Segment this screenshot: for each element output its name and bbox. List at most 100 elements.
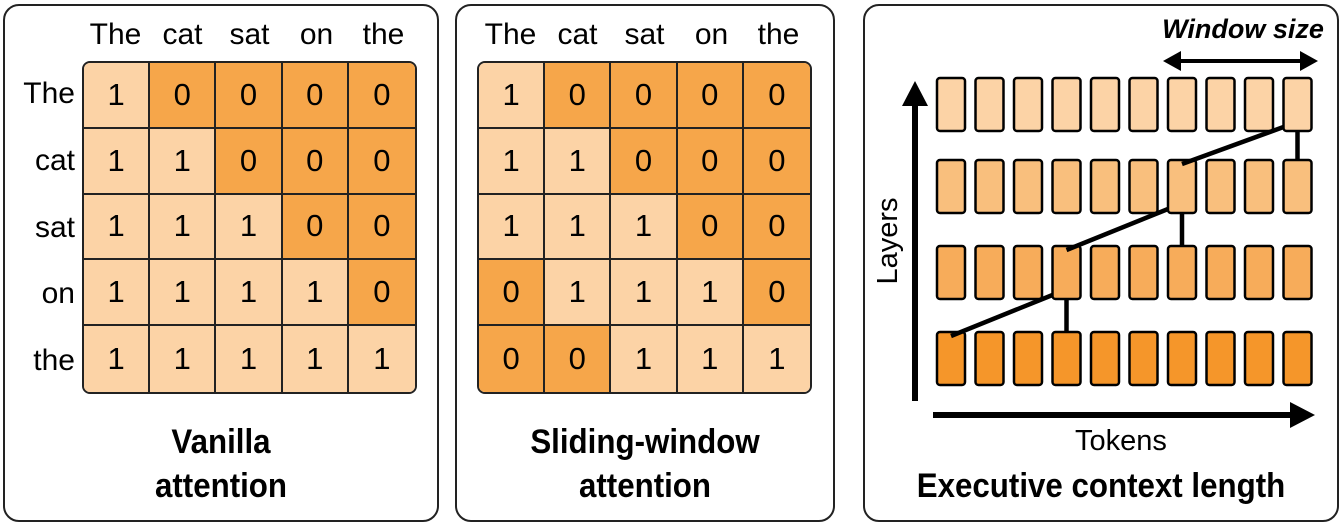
vanilla-cell-r1-c3: 0 [282, 128, 349, 195]
sliding-cell-r3-c0: 0 [479, 260, 546, 327]
token-box-layer1-pos5 [1128, 330, 1159, 387]
vanilla-cell-r3-c0: 1 [84, 260, 151, 327]
token-box-layer3-pos0 [935, 158, 967, 215]
sliding-cell-r4-c3: 1 [677, 326, 744, 392]
sliding-cell-r0-c2: 0 [611, 63, 678, 129]
vanilla-col-head-0: The [89, 18, 142, 51]
vanilla-row-head-3: on [41, 277, 75, 311]
token-box-layer1-pos9 [1282, 330, 1313, 387]
token-box-layer2-pos3 [1051, 244, 1082, 301]
vanilla-cell-r0-c3: 0 [282, 63, 349, 129]
receptive-diagonal-2 [1065, 206, 1169, 253]
token-box-layer3-pos2 [1012, 158, 1044, 215]
sliding-cell-r0-c4: 0 [743, 63, 810, 129]
token-box-layer2-pos6 [1166, 244, 1198, 301]
window-size-label: Window size [1162, 14, 1324, 44]
token-box-layer1-pos8 [1243, 330, 1275, 387]
sliding-cell-r3-c3: 1 [677, 260, 744, 327]
context-caption: Executive context length [884, 464, 1318, 508]
token-box-layer4-pos5 [1128, 76, 1159, 133]
token-box-layer4-pos4 [1089, 76, 1121, 133]
sliding-cell-r0-c3: 0 [677, 63, 744, 129]
vanilla-row-head-4: the [33, 343, 75, 377]
sliding-cell-r4-c1: 0 [545, 326, 612, 392]
vanilla-cell-r2-c2: 1 [216, 194, 283, 261]
vanilla-cell-r2-c1: 1 [150, 194, 217, 261]
sliding-cell-r1-c1: 1 [545, 128, 612, 195]
sliding-cell-r2-c1: 1 [545, 194, 612, 261]
vanilla-cell-r1-c0: 1 [84, 128, 151, 195]
token-box-layer1-pos2 [1012, 330, 1044, 387]
layers-axis-label: Layers [872, 197, 904, 284]
sliding-cell-r3-c1: 1 [545, 260, 612, 327]
vanilla-cell-r4-c3: 1 [282, 326, 349, 392]
sliding-cell-r4-c0: 0 [479, 326, 546, 392]
vanilla-cell-r3-c1: 1 [150, 260, 217, 327]
token-box-layer4-pos6 [1166, 76, 1198, 133]
vanilla-cell-r3-c4: 0 [348, 260, 415, 327]
token-box-layer4-pos0 [935, 76, 967, 133]
vanilla-cell-r3-c3: 1 [282, 260, 349, 327]
token-box-layer1-pos4 [1089, 330, 1121, 387]
sliding-col-head-0: The [484, 18, 537, 51]
vanilla-cell-r0-c1: 0 [150, 63, 217, 129]
sliding-cell-r1-c3: 0 [677, 128, 744, 195]
sliding-cell-r0-c0: 1 [479, 63, 546, 129]
token-box-layer2-pos8 [1243, 244, 1275, 301]
vanilla-cell-r4-c0: 1 [84, 326, 151, 392]
token-box-layer4-pos3 [1051, 76, 1082, 133]
vanilla-caption: Vanilla attention [22, 420, 419, 508]
sliding-col-head-2: sat [624, 18, 665, 51]
sliding-caption: Sliding-window attention [472, 420, 818, 508]
window-arrow-left-head [1163, 51, 1181, 71]
sliding-cell-r4-c2: 1 [611, 326, 678, 392]
token-box-layer2-pos2 [1012, 244, 1044, 301]
token-box-layer2-pos4 [1089, 244, 1121, 301]
vanilla-cell-r1-c4: 0 [348, 128, 415, 195]
sliding-cell-r0-c1: 0 [545, 63, 612, 129]
token-box-layer3-pos3 [1051, 158, 1082, 215]
token-box-layer2-pos9 [1282, 244, 1313, 301]
sliding-cell-r1-c0: 1 [479, 128, 546, 195]
vanilla-caption-line1: Vanilla [171, 423, 271, 461]
sliding-cell-r1-c2: 0 [611, 128, 678, 195]
vanilla-caption-line2: attention [154, 467, 288, 505]
token-box-layer2-pos5 [1128, 244, 1159, 301]
vanilla-row-head-1: cat [34, 143, 75, 177]
sliding-cell-r2-c2: 1 [611, 194, 678, 261]
token-box-layer3-pos7 [1205, 158, 1236, 215]
token-box-layer4-pos1 [974, 76, 1005, 133]
vanilla-cell-r2-c0: 1 [84, 194, 151, 261]
token-box-layer3-pos6 [1166, 158, 1198, 215]
receptive-diagonal-1 [1181, 124, 1285, 167]
vanilla-col-head-4: the [362, 18, 405, 51]
vanilla-cell-r0-c2: 0 [216, 63, 283, 129]
token-box-layer2-pos7 [1205, 244, 1236, 301]
sliding-cell-r1-c4: 0 [743, 128, 810, 195]
window-arrow-right-head [1300, 51, 1318, 71]
vanilla-col-head-3: on [299, 18, 334, 51]
token-box-layer1-pos0 [935, 330, 967, 387]
vanilla-cell-r4-c2: 1 [216, 326, 283, 392]
token-box-layer4-pos9 [1282, 76, 1313, 133]
context-caption-text: Executive context length [916, 467, 1286, 505]
sliding-cell-r3-c2: 1 [611, 260, 678, 327]
token-box-layer2-pos0 [935, 244, 967, 301]
token-box-layer4-pos2 [1012, 76, 1044, 133]
context-length-diagram: Window size Layers Tokens [872, 14, 1324, 457]
token-box-layer1-pos3 [1051, 330, 1082, 387]
sliding-col-head-3: on [694, 18, 729, 51]
receptive-diagonal-3 [950, 292, 1054, 339]
vanilla-cell-r3-c2: 1 [216, 260, 283, 327]
token-box-layer3-pos5 [1128, 158, 1159, 215]
vanilla-cell-r4-c1: 1 [150, 326, 217, 392]
sliding-cell-r2-c3: 0 [677, 194, 744, 261]
tokens-axis-head [1290, 402, 1315, 428]
token-box-layer1-pos6 [1166, 330, 1198, 387]
vanilla-cell-r0-c0: 1 [84, 63, 151, 129]
token-box-layer2-pos1 [974, 244, 1005, 301]
token-box-layer3-pos8 [1243, 158, 1275, 215]
token-box-layer1-pos7 [1205, 330, 1236, 387]
